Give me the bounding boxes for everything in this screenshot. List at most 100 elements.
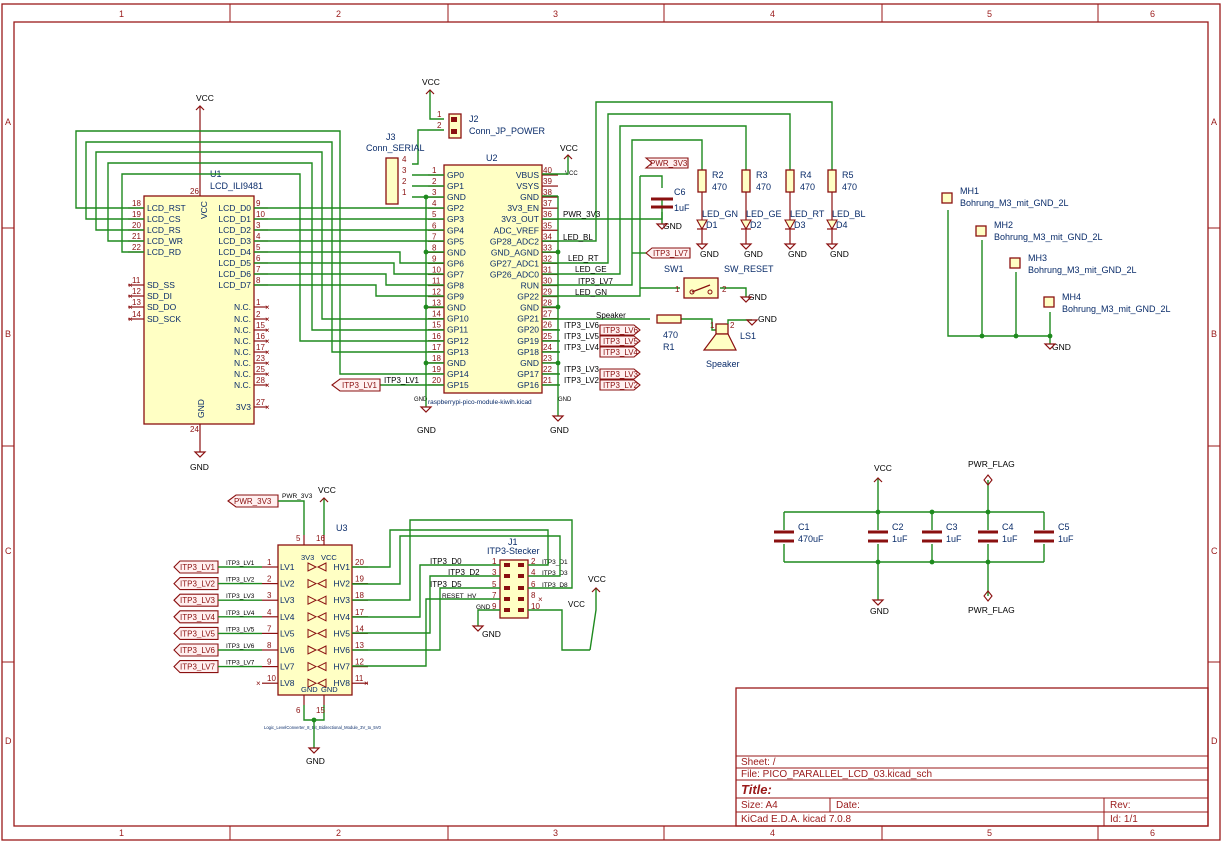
pico-right-pin-num: 26 [543, 321, 552, 330]
net-led-ge: LED_GE [575, 265, 607, 274]
lcd-right-pin-num: 27 [256, 398, 265, 407]
led-gnd: GND [788, 249, 807, 259]
lcd-right-pin-name: LCD_D6 [218, 269, 251, 279]
pico-right-pin-num: 23 [543, 354, 552, 363]
pico-left-pin-name: GP10 [447, 314, 469, 324]
u3-lv-glabel: ITP3_LV6 [180, 646, 216, 655]
j3-pin-2: 2 [402, 177, 407, 186]
pico-right-pin-name: GND_AGND [491, 247, 539, 257]
pico-right-pin-name: GP28_ADC2 [490, 236, 539, 246]
pico-u2[interactable]: U2 raspberrypi-pico-module-kiwih.kicad 1… [414, 143, 578, 435]
pico-right-pin-name: GP19 [517, 336, 539, 346]
nc-x-mark: × [265, 348, 270, 357]
pico-right-pin-name: GP27_ADC1 [490, 258, 539, 268]
pico-value: raspberrypi-pico-module-kiwih.kicad [428, 399, 532, 406]
lcd-left-pin-name: LCD_RD [147, 247, 181, 257]
speaker-circuit[interactable]: 470 R1 LS1 Speaker 1 2 GND [656, 314, 777, 369]
sw1-pin1: 1 [675, 285, 680, 294]
lcd-right-pin-name: 3V3 [236, 402, 251, 412]
connector-j1[interactable]: J1 ITP3-Stecker 1ITP3_D03ITP3_D25ITP3_D5… [352, 519, 606, 667]
frame-row-left-D: D [5, 736, 12, 746]
pico-right-pin-num: 37 [543, 199, 552, 208]
nc-x-mark: × [265, 315, 270, 324]
lcd-right-pin-num: 8 [256, 276, 261, 285]
lcd-gnd-power: GND [190, 462, 209, 472]
u3-bottom-pin-name: GND [321, 685, 338, 694]
pico-global-labels: ITP3_LV6ITP3_LV6ITP3_LV5ITP3_LV5ITP3_LV4… [331, 157, 691, 392]
net-pwr-3v3: PWR_3V3 [563, 210, 601, 219]
nc-x-mark: × [128, 292, 133, 301]
u3-lv-net: ITP3_LV2 [226, 577, 255, 584]
title-block: Sheet: / File: PICO_PARALLEL_LCD_03.kica… [735, 687, 1209, 827]
frame-row-left-B: B [5, 329, 11, 339]
pico-right-pin-num: 33 [543, 243, 552, 252]
c6-value: 1uF [674, 203, 690, 213]
u3-lv-net: ITP3_LV1 [226, 560, 255, 567]
lcd-right-pin-name: LCD_D2 [218, 225, 251, 235]
tb-date: Date: [836, 800, 860, 811]
ls1-pin1: 1 [710, 321, 715, 330]
j1-left-pin-num: 3 [492, 568, 497, 577]
j1-right-pin-num: 6 [531, 580, 536, 589]
led-res-ref: R3 [756, 170, 768, 180]
glabel-pwr-3v3-c6: PWR_3V3 [650, 159, 688, 168]
led-res-value: 470 [756, 182, 771, 192]
nc-x-mark: × [265, 337, 270, 346]
capacitor-c6[interactable]: C6 1uF GND [651, 187, 690, 231]
pico-gnd-left-small: GND [414, 397, 428, 403]
cap-ref: C3 [946, 522, 958, 532]
led-gnd: GND [830, 249, 849, 259]
frame-row-left-A: A [5, 117, 11, 127]
led-res-ref: R2 [712, 170, 724, 180]
u3-lv-pin-name: LV8 [280, 678, 295, 688]
nc-x-mark: × [538, 595, 543, 604]
pico-left-pin-num: 17 [432, 343, 441, 352]
pico-right-pin-name: 3V3_OUT [501, 214, 539, 224]
lcd-right-pin-name: LCD_D7 [218, 280, 251, 290]
led-res-ref: R5 [842, 170, 854, 180]
net-pico-right: ITP3_LV4 [564, 343, 600, 352]
led-ref: D1 [706, 220, 718, 230]
level-shifter-u3[interactable]: U3 Logic_LevelConverter_8_Bit_Bidirectio… [173, 485, 382, 766]
j1-value: ITP3-Stecker [487, 546, 540, 556]
lcd-right-pin-num: 15 [256, 321, 265, 330]
led-ref: D4 [836, 220, 848, 230]
frame-col-top-5: 5 [987, 9, 992, 19]
glabel-pico-right: ITP3_LV6 [603, 326, 639, 335]
u3-hv-pin-name: HV5 [333, 628, 350, 638]
pico-right-pin-num: 22 [543, 365, 552, 374]
pico-gnd-right-small: GND [558, 397, 572, 403]
frame-row-right-B: B [1211, 329, 1217, 339]
lcd-right-pin-num: 10 [256, 210, 265, 219]
frame-col-top-2: 2 [336, 9, 341, 19]
cap-value: 1uF [1002, 534, 1018, 544]
mh2-value: Bohrung_M3_mit_GND_2L [994, 232, 1103, 242]
connector-j2[interactable]: J2 Conn_JP_POWER VCC 1 2 [422, 77, 546, 139]
lcd-right-pin-name: LCD_D3 [218, 236, 251, 246]
lcd-vcc-pin-name: VCC [199, 201, 209, 219]
pico-left-pin-name: GP13 [447, 347, 469, 357]
u3-lv-net: ITP3_LV6 [226, 643, 255, 650]
j1-left-pin-num: 5 [492, 580, 497, 589]
vcc-symbol [425, 89, 435, 95]
j1-left-net: ITP3_D0 [430, 557, 462, 566]
gnd-symbol [307, 747, 321, 754]
mounting-holes[interactable]: MH1 Bohrung_M3_mit_GND_2L MH2 Bohrung_M3… [941, 186, 1171, 352]
lcd-left-pin-num: 18 [132, 199, 141, 208]
switch-sw1[interactable]: SW1 SW_RESET 1 2 GND [664, 264, 774, 302]
r1-ref: R1 [663, 342, 675, 352]
gnd-symbol [655, 223, 669, 230]
u3-lv-pin-num: 1 [267, 558, 272, 567]
tb-size: Size: A4 [741, 800, 778, 811]
sw1-gnd: GND [748, 292, 767, 302]
glabel-pico-right: ITP3_LV3 [603, 370, 639, 379]
pico-left-pin-num: 20 [432, 376, 441, 385]
pico-left-pin-num: 3 [432, 188, 437, 197]
pico-right-pin-name: GP17 [517, 369, 539, 379]
u3-hv-pin-name: HV8 [333, 678, 350, 688]
connector-j3[interactable]: J3 Conn_SERIAL 4 3 2 1 [366, 132, 425, 205]
pico-right-pin-num: 34 [543, 232, 552, 241]
net-pico-right: ITP3_LV2 [564, 376, 600, 385]
